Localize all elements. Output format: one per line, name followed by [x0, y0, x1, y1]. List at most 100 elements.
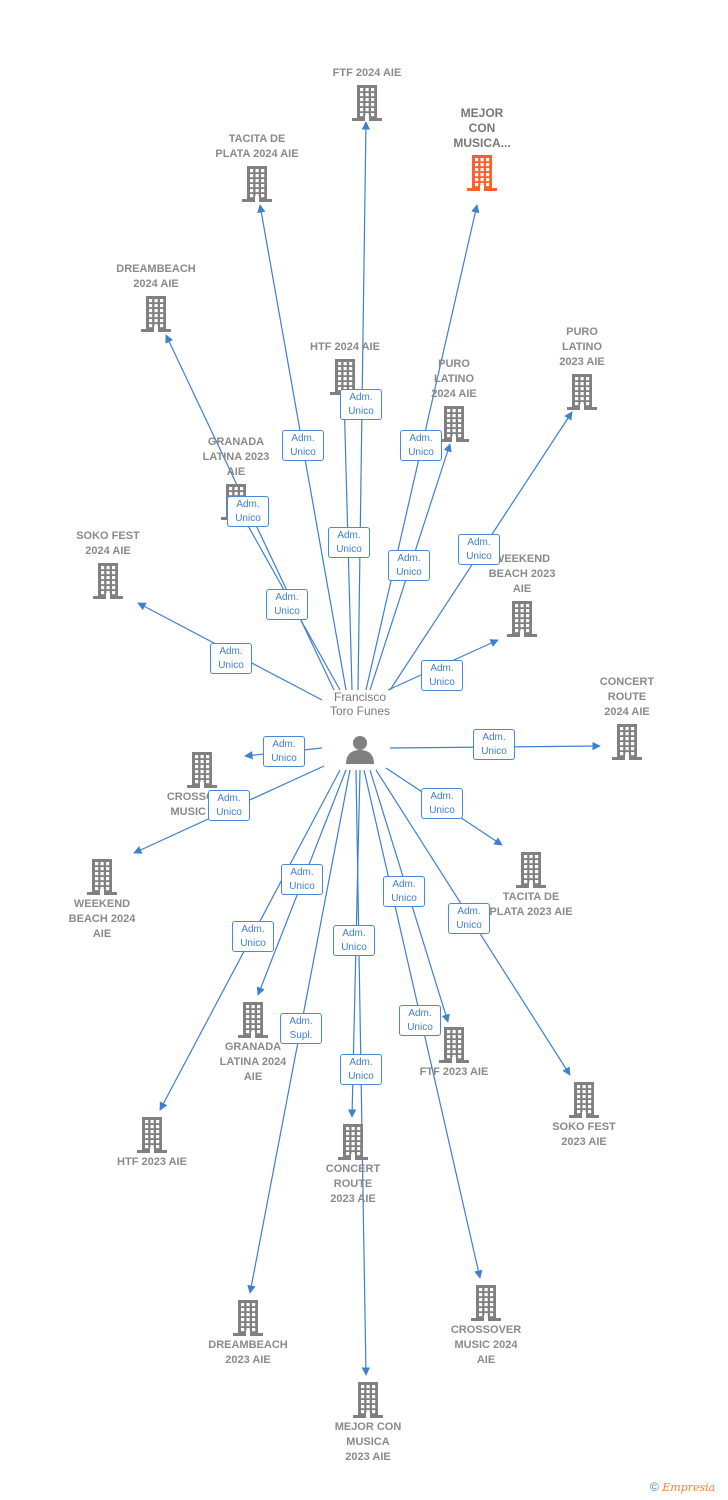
building-icon: [242, 166, 272, 202]
role-label: Adm.: [349, 1057, 373, 1068]
role-badge-ftf-2024[interactable]: Adm. Unico: [328, 527, 370, 558]
company-node-ftf-2023[interactable]: FTF 2023 AIE: [394, 1027, 514, 1080]
role-badge-tacita-de-plata-2024[interactable]: Adm. Unico: [282, 430, 324, 461]
company-node-dreambeach-2023[interactable]: DREAMBEACH 2023 AIE: [188, 1300, 308, 1368]
company-label: MEJOR CON MUSICA 2023 AIE: [334, 1421, 402, 1463]
role-badge-concert-route-2023[interactable]: Adm. Unico: [333, 925, 375, 956]
building-icon: [569, 1082, 599, 1118]
building-icon: [330, 359, 360, 395]
role-badge-puro-latino-2024[interactable]: Adm.Unico: [388, 550, 430, 581]
role-type: Unico: [218, 660, 244, 671]
role-type: Unico: [274, 606, 300, 617]
role-type: Unico: [289, 881, 315, 892]
role-badge-crossover-music-2024[interactable]: Adm. Unico: [399, 1005, 441, 1036]
company-node-weekend-beach-2024[interactable]: WEEKEND BEACH 2024 AIE: [42, 859, 162, 942]
role-type: Unico: [235, 513, 261, 524]
company-node-puro-latino-2024[interactable]: PURO LATINO 2024 AIE: [394, 357, 514, 442]
building-icon: [439, 406, 469, 442]
company-node-soko-fest-2024[interactable]: SOKO FEST 2024 AIE: [48, 529, 168, 599]
company-node-concert-route-2023[interactable]: CONCERT ROUTE 2023 AIE: [293, 1124, 413, 1207]
role-badge-concert-route-2024[interactable]: Adm.Unico: [473, 729, 515, 760]
company-label: CROSSOVER MUSIC 2024 AIE: [450, 1324, 522, 1366]
center-person-node[interactable]: Francisco Toro Funes: [320, 690, 400, 764]
building-icon: [471, 1285, 501, 1321]
role-label: Adm.: [289, 1016, 313, 1027]
role-badge-htf-2024[interactable]: Adm. Unico: [340, 389, 382, 420]
role-type: Unico: [336, 544, 362, 555]
copyright-symbol: ©: [650, 1480, 659, 1494]
company-label: CONCERT ROUTE 2023 AIE: [325, 1163, 381, 1205]
company-node-dreambeach-2024[interactable]: DREAMBEACH 2024 AIE: [96, 262, 216, 332]
role-type: Unico: [271, 753, 297, 764]
role-badge-mejor-con-musica[interactable]: Adm. Unico: [400, 430, 442, 461]
company-node-crossover-music-2024[interactable]: CROSSOVER MUSIC 2024 AIE: [426, 1285, 546, 1368]
role-badge-mejor-con-musica-2023[interactable]: Adm.Unico: [340, 1054, 382, 1085]
role-type: Unico: [407, 1022, 433, 1033]
company-label: HTF 2023 AIE: [117, 1156, 187, 1168]
role-badge-dreambeach-2023[interactable]: Adm.Supl.: [280, 1013, 322, 1044]
building-icon: [233, 1300, 263, 1336]
company-node-ftf-2024[interactable]: FTF 2024 AIE: [307, 66, 427, 121]
company-node-granada-latina-2024[interactable]: GRANADA LATINA 2024 AIE: [193, 1002, 313, 1085]
role-label: Adm.: [219, 646, 243, 657]
role-label: Adm.: [272, 739, 296, 750]
footer-brand[interactable]: © Empresia: [650, 1480, 715, 1494]
role-type: Unico: [341, 942, 367, 953]
role-label: Adm.: [337, 530, 361, 541]
role-badge-soko-fest-2023[interactable]: Adm.Unico: [448, 903, 490, 934]
company-node-mejor-con-musica[interactable]: MEJOR CON MUSICA...: [422, 106, 542, 191]
role-type: Unico: [348, 406, 374, 417]
role-type: Unico: [429, 677, 455, 688]
role-badge-weekend-beach-2023[interactable]: Adm.Unico: [421, 660, 463, 691]
role-badge-dreambeach-2024[interactable]: Adm.Unico: [227, 496, 269, 527]
company-node-soko-fest-2023[interactable]: SOKO FEST 2023 AIE: [524, 1082, 644, 1150]
company-node-mejor-con-musica-2023[interactable]: MEJOR CON MUSICA 2023 AIE: [308, 1382, 428, 1465]
role-badge-granada-latina-2024[interactable]: Adm. Unico: [281, 864, 323, 895]
role-badge-crossover-music-2023[interactable]: Adm. Unico: [263, 736, 305, 767]
role-label: Adm.: [342, 928, 366, 939]
role-label: Adm.: [408, 1008, 432, 1019]
role-label: Adm.: [275, 592, 299, 603]
company-label: MEJOR CON MUSICA...: [453, 106, 511, 150]
company-label: SOKO FEST 2023 AIE: [552, 1121, 616, 1148]
role-type: Unico: [408, 447, 434, 458]
role-label: Adm.: [291, 433, 315, 444]
role-label: Adm.: [290, 867, 314, 878]
role-type: Unico: [429, 805, 455, 816]
company-node-tacita-de-plata-2023[interactable]: TACITA DE PLATA 2023 AIE: [471, 852, 591, 920]
company-node-htf-2024[interactable]: HTF 2024 AIE: [285, 340, 405, 395]
role-label: Adm.: [457, 906, 481, 917]
building-icon: [353, 1382, 383, 1418]
role-badge-weekend-beach-2024[interactable]: Adm.Unico: [208, 790, 250, 821]
company-node-concert-route-2024[interactable]: CONCERT ROUTE 2024 AIE: [567, 675, 687, 760]
person-icon: [346, 736, 374, 764]
role-type: Unico: [240, 938, 266, 949]
company-label: CONCERT ROUTE 2024 AIE: [599, 676, 655, 718]
company-node-htf-2023[interactable]: HTF 2023 AIE: [92, 1117, 212, 1170]
role-type: Unico: [466, 551, 492, 562]
role-type: Unico: [216, 807, 242, 818]
role-badge-granada-latina-2023[interactable]: Adm. Unico: [266, 589, 308, 620]
role-label: Adm.: [349, 392, 373, 403]
role-badge-htf-2023[interactable]: Adm.Unico: [232, 921, 274, 952]
company-label: PURO LATINO 2024 AIE: [431, 358, 477, 400]
role-label: Adm.: [409, 433, 433, 444]
building-icon: [467, 155, 497, 191]
role-type: Unico: [396, 567, 422, 578]
role-type: Unico: [481, 746, 507, 757]
company-label: TACITA DE PLATA 2023 AIE: [489, 891, 573, 918]
company-node-puro-latino-2023[interactable]: PURO LATINO 2023 AIE: [522, 325, 642, 410]
building-icon: [439, 1027, 469, 1063]
role-badge-tacita-de-plata-2023[interactable]: Adm.Unico: [421, 788, 463, 819]
company-node-tacita-de-plata-2024[interactable]: TACITA DE PLATA 2024 AIE: [197, 132, 317, 202]
company-node-weekend-beach-2023[interactable]: WEEKEND BEACH 2023 AIE: [462, 552, 582, 637]
brand-name: Empresia: [662, 1481, 716, 1494]
building-icon: [507, 601, 537, 637]
company-label: TACITA DE PLATA 2024 AIE: [215, 133, 299, 160]
company-label: SOKO FEST 2024 AIE: [76, 530, 140, 557]
role-badge-soko-fest-2024[interactable]: Adm. Unico: [210, 643, 252, 674]
role-type: Unico: [290, 447, 316, 458]
role-badge-ftf-2023[interactable]: Adm.Unico: [383, 876, 425, 907]
role-badge-puro-latino-2023[interactable]: Adm.Unico: [458, 534, 500, 565]
